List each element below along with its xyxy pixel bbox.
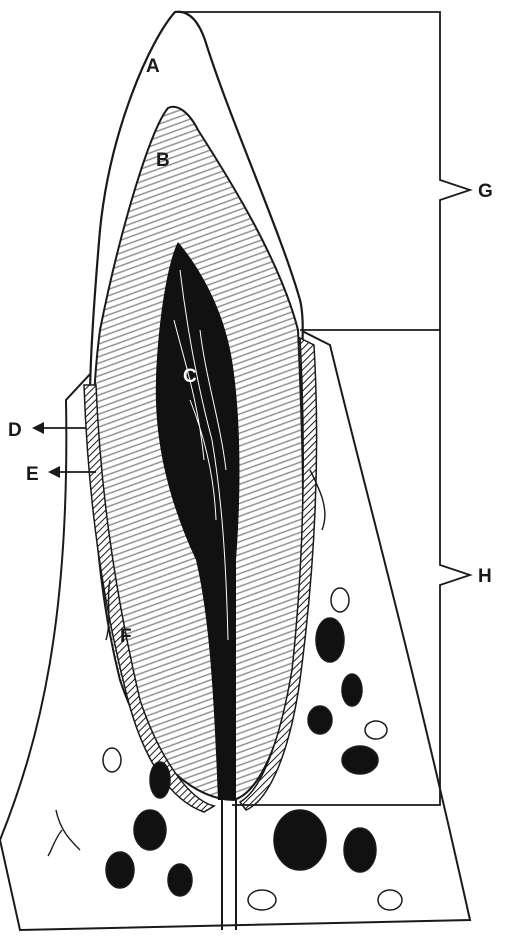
label-c: C — [183, 366, 197, 387]
label-g: G — [478, 181, 493, 202]
label-e: E — [26, 464, 39, 485]
label-d: D — [8, 420, 22, 441]
label-b: B — [156, 150, 170, 171]
label-f: F — [120, 626, 132, 647]
label-h: H — [478, 566, 492, 587]
label-a: A — [146, 56, 160, 77]
